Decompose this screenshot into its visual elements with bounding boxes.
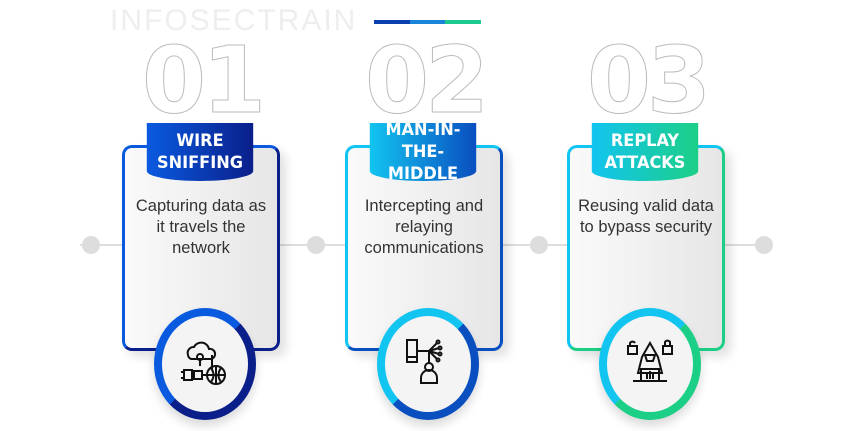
step-number: 03 (586, 27, 711, 134)
timeline-dot (307, 236, 325, 254)
step-description: Capturing data as it travels the network (135, 197, 267, 257)
step-description: Reusing valid data to bypass security (578, 197, 714, 236)
accent-bar (374, 20, 482, 24)
icon-circle (154, 308, 256, 420)
icon-circle (599, 308, 701, 420)
icon-circle (377, 308, 479, 420)
step-title: WIRE SNIFFING (146, 123, 254, 181)
step-title: REPLAY ATTACKS (591, 123, 699, 181)
step-description: Intercepting and relaying communications (364, 197, 484, 257)
step-number: 02 (364, 27, 489, 134)
device-interceptor-person-icon (403, 337, 453, 392)
timeline-dot (82, 236, 100, 254)
cloud-network-globe-icon (180, 337, 230, 392)
step-number: 01 (141, 27, 266, 134)
watermark: INFOSECTRAIN (110, 4, 358, 37)
hacker-locks-icon (625, 337, 675, 392)
step-card: 02 MAN-IN-THE-MIDDLE Intercepting and re… (345, 0, 505, 431)
timeline-dot (530, 236, 548, 254)
step-card: 03 REPLAY ATTACKS Reusing valid data to … (567, 0, 727, 431)
step-title: MAN-IN-THE-MIDDLE (369, 120, 477, 184)
step-card: 01 WIRE SNIFFING Capturing data as it tr… (122, 0, 282, 431)
timeline-dot (755, 236, 773, 254)
